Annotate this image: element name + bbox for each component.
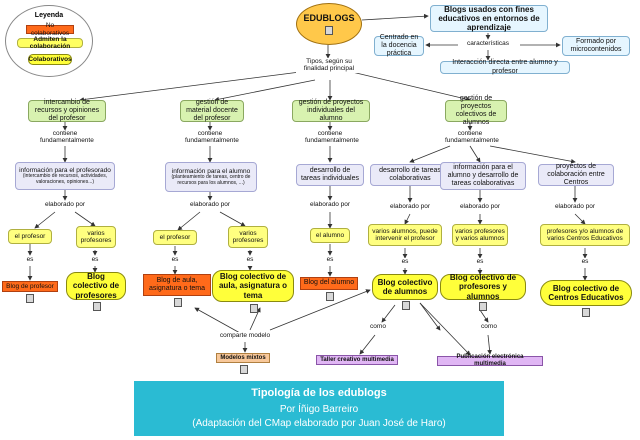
result-blog-aula: Blog de aula, asignatura o tema xyxy=(143,274,211,296)
elaborado-label-6: elaborado por xyxy=(552,203,598,211)
banner-adaptation: (Adaptación del CMap elaborado por Juan … xyxy=(192,418,446,429)
es-label-4: es xyxy=(244,256,256,264)
es-label-5: es xyxy=(324,256,336,264)
banner-box: Tipología de los edublogs Por Íñigo Barr… xyxy=(134,381,504,436)
elaborado-label-5: elaborado por xyxy=(457,203,503,211)
es-label-7: es xyxy=(474,258,486,266)
document-icon[interactable] xyxy=(174,298,182,307)
info-alumno-colaborativas: información para el alumno y desarrollo … xyxy=(440,162,526,190)
result-blog-alumno: Blog del alumno xyxy=(300,277,358,290)
document-icon[interactable] xyxy=(325,25,333,35)
info-alumno-text: información para el alumno xyxy=(171,167,251,175)
tipos-label: Tipos, según su finalidad principal xyxy=(296,58,362,73)
author-centros: profesores y/o alumnos de varios Centros… xyxy=(540,224,630,246)
info-tareas-individuales: desarrollo de tareas individuales xyxy=(296,164,364,186)
author-varios-alumnos: varios alumnos, puede intervenir el prof… xyxy=(368,224,442,246)
info-profesorado-text: información para el profesorado xyxy=(19,166,111,174)
document-icon[interactable] xyxy=(26,294,34,303)
caracteristicas-label: características xyxy=(460,40,516,48)
author-varios-profesores-1: varios profesores xyxy=(76,226,116,248)
legend: Leyenda No colaborativos Admiten la cola… xyxy=(5,5,93,77)
es-label-1: es xyxy=(24,256,36,264)
centrado-docencia: Centrado en la docencia práctica xyxy=(374,34,424,57)
type-intercambio: intercambio de recursos y opiniones del … xyxy=(28,99,106,122)
blogs-educativos: Blogs usados con fines educativos en ent… xyxy=(430,5,548,32)
document-icon[interactable] xyxy=(582,308,590,317)
author-profesores-alumnos: varios profesores y varios alumnos xyxy=(452,224,508,246)
document-icon[interactable] xyxy=(240,365,248,374)
legend-admiten: Admiten la colaboración xyxy=(17,36,83,50)
result-colectivo-centros: Blog colectivo de Centros Educativos xyxy=(540,280,632,306)
modelos-mixtos: Modelos mixtos xyxy=(216,353,270,363)
contiene-label-2: contiene fundamentalmente xyxy=(185,130,239,145)
info-tareas-colaborativas: desarrollo de tareas colaborativas xyxy=(370,164,450,186)
elaborado-label-4: elaborado por xyxy=(387,203,433,211)
document-icon[interactable] xyxy=(250,304,258,313)
type-gestion-material: gestión de material docente del profesor xyxy=(180,99,244,122)
interaccion-directa: Interacción directa entre alumno y profe… xyxy=(440,59,570,75)
result-colectivo-profesores-alumnos: Blog colectivo de profesores y alumnos xyxy=(440,273,526,301)
contiene-label-3: contiene fundamentalmente xyxy=(305,130,359,145)
legend-colaborativos: Colaborativos xyxy=(28,54,72,65)
elaborado-label-1: elaborado por xyxy=(42,201,88,209)
type-proyectos-individuales: gestión de proyectos individuales del al… xyxy=(292,99,370,122)
banner-author: Por Íñigo Barreiro xyxy=(279,404,359,415)
elaborado-label-3: elaborado por xyxy=(307,201,353,209)
root-label: EDUBLOGS xyxy=(303,13,355,24)
result-colectivo-profesores: Blog colectivo de profesores xyxy=(66,272,126,300)
author-profesor-1: el profesor xyxy=(8,229,52,244)
es-label-3: es xyxy=(169,256,181,264)
elaborado-label-2: elaborado por xyxy=(187,201,233,209)
es-label-6: es xyxy=(399,258,411,266)
result-colectivo-aula: Blog colectivo de aula, asignatura o tem… xyxy=(212,270,294,302)
comparte-modelo-label: comparte modelo xyxy=(218,332,272,340)
document-icon[interactable] xyxy=(479,302,487,311)
document-icon[interactable] xyxy=(326,292,334,301)
info-profesorado: información para el profesorado (interca… xyxy=(15,162,115,190)
es-label-8: es xyxy=(579,258,591,266)
root-edublogs: EDUBLOGS xyxy=(296,3,362,45)
concept-map: Leyenda No colaborativos Admiten la cola… xyxy=(2,3,632,374)
es-label-2: es xyxy=(89,256,101,264)
author-profesor-2: el profesor xyxy=(153,230,197,245)
connector-lines xyxy=(27,13,588,356)
legend-no-colaborativos: No colaborativos xyxy=(26,22,74,37)
contiene-label-4: contiene fundamentalmente xyxy=(445,130,499,145)
info-proyectos-centros: proyectos de colaboración entre Centros xyxy=(538,163,614,186)
publicacion-electronica: Publicación electrónica multimedia xyxy=(437,354,543,367)
result-colectivo-alumnos: Blog colectivo de alumnos xyxy=(372,274,438,300)
como-label-1: como xyxy=(367,323,389,331)
author-alumno: el alumno xyxy=(310,228,350,243)
author-varios-profesores-2: varios profesores xyxy=(228,226,268,248)
document-icon[interactable] xyxy=(93,302,101,311)
info-alumno-sub: (planteamiento de tareas, centro de recu… xyxy=(171,173,251,186)
type-proyectos-colectivos: gestión de proyectos colectivos de alumn… xyxy=(445,95,507,126)
document-icon[interactable] xyxy=(402,301,410,310)
banner-title: Tipología de los edublogs xyxy=(251,387,387,399)
caption-banner: Tipología de los edublogs Por Íñigo Barr… xyxy=(0,375,640,440)
legend-title: Leyenda xyxy=(34,12,64,19)
como-label-2: como xyxy=(478,323,500,331)
info-profesorado-sub: (intercambio de recursos, actividades, v… xyxy=(22,172,108,185)
contiene-label-1: contiene fundamentalmente xyxy=(40,130,94,145)
formado-microcontenidos: Formado por microcontenidos xyxy=(562,36,630,56)
info-alumno: información para el alumno (planteamient… xyxy=(165,162,257,192)
result-blog-profesor: Blog de profesor xyxy=(2,281,58,292)
taller-creativo: Taller creativo multimedia xyxy=(316,355,398,365)
